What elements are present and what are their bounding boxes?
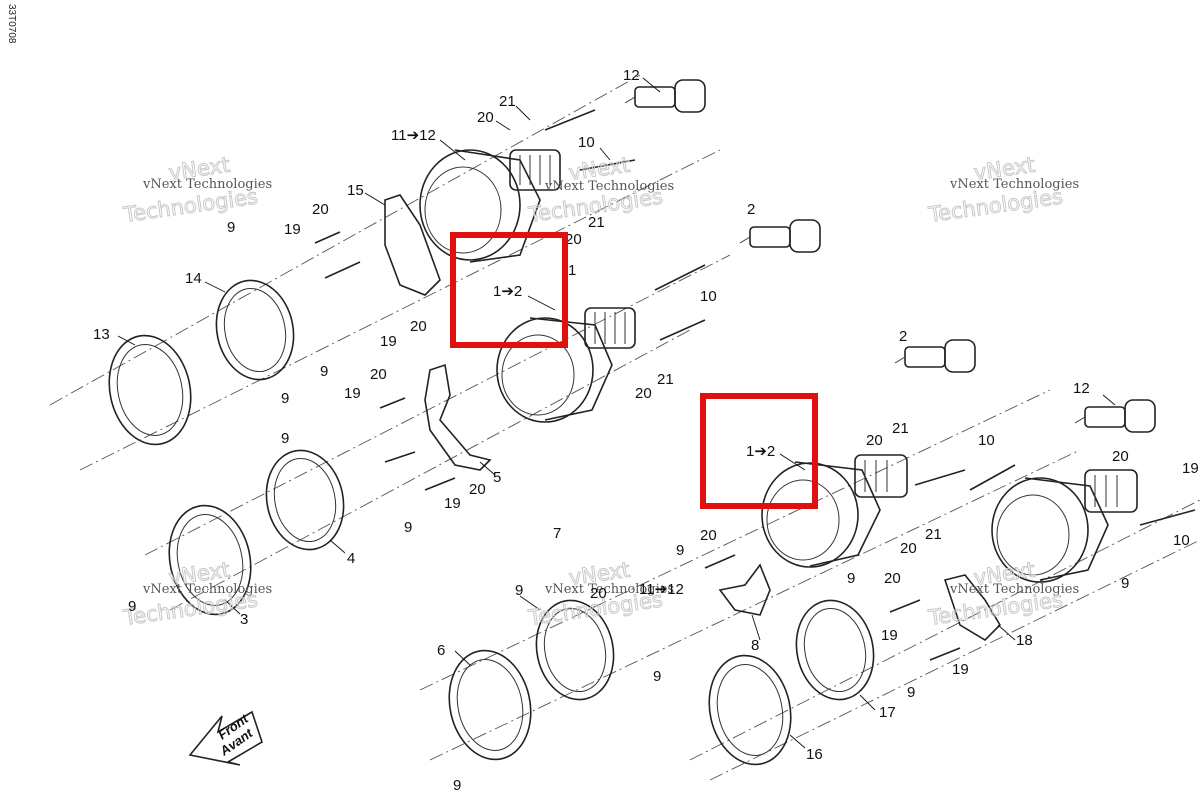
bulb-2a [739,219,821,253]
callout: 9 [515,582,523,599]
assembly-axes [49,74,1200,781]
headlamp-housing-right [991,469,1138,583]
callout: 15 [347,182,364,199]
highlight-boxes [450,232,818,509]
callout: 20 [410,318,427,335]
callout: 9 [227,219,235,236]
svg-text:vNext Technologies: vNext Technologies [949,177,1079,192]
callout: 7 [553,525,561,542]
callout: 8 [751,637,759,654]
callout: 20 [590,585,607,602]
callout: 3 [240,611,248,628]
svg-text:vNext Technologies: vNext Technologies [544,179,674,194]
doc-code: 33T0708 [6,4,17,44]
callout: 20 [469,481,486,498]
callout: 20 [565,231,582,248]
callout: 20 [884,570,901,587]
callout: 19 [1182,460,1199,477]
callout: 1 [568,262,576,279]
svg-text:vNext Technologies: vNext Technologies [544,582,674,597]
callout: 9 [676,542,684,559]
callout: 19 [284,221,301,238]
callout: 10 [700,288,717,305]
callout: 20 [312,201,329,218]
headlamp-housing-top [419,149,561,263]
callout: 9 [847,570,855,587]
callout: 6 [437,642,445,659]
callout: 19 [344,385,361,402]
callout: 21 [892,420,909,437]
front-arrow: Front Avant [188,711,263,766]
callout: 11➔12 [391,127,436,144]
callout: 20 [866,432,883,449]
highlight-box-left [450,232,568,348]
callout: 5 [493,469,501,486]
callout: 17 [879,704,896,721]
callout: 19 [380,333,397,350]
callout: 21 [925,526,942,543]
callout: 18 [1016,632,1033,649]
callout: 9 [1121,575,1129,592]
callout: 20 [1112,448,1129,465]
callout: 1➔2 [746,443,775,460]
callout: 20 [635,385,652,402]
leader-lines [117,77,1116,749]
bulb-2b [894,339,976,373]
callout: 19 [881,627,898,644]
callout: 9 [653,668,661,685]
callout: 21 [499,93,516,110]
callout: 20 [700,527,717,544]
callout: 20 [900,540,917,557]
callout: 10 [1173,532,1190,549]
mounting-brackets [384,194,1002,642]
callout: 12 [1073,380,1090,397]
callout: 12 [623,67,640,84]
bulbs [624,79,1156,433]
svg-text:vNext Technologies: vNext Technologies [142,582,272,597]
callout: 9 [281,430,289,447]
bulb-top [624,79,706,113]
callout: 13 [93,326,110,343]
callout: 1➔2 [493,283,522,300]
callout: 9 [128,598,136,615]
callout: 4 [347,550,355,567]
callout: 16 [806,746,823,763]
callout: 14 [185,270,202,287]
headlamp-housing-middle [496,307,636,423]
callout: 20 [477,109,494,126]
bezel-rings [108,279,875,766]
callout: 21 [588,214,605,231]
headlamp-housing-right-middle [761,454,908,568]
callout: 10 [578,134,595,151]
svg-text:vNext Technologies: vNext Technologies [142,177,272,192]
callout: 2 [747,201,755,218]
callout: 9 [453,777,461,794]
callouts: 12 21 20 11➔12 10 15 20 9 19 21 20 14 1 … [93,67,1199,794]
callout: 2 [899,328,907,345]
bulb-12b [1074,399,1156,433]
callout: 9 [320,363,328,380]
highlight-box-right [700,393,818,509]
callout: 21 [657,371,674,388]
svg-text:vNext Technologies: vNext Technologies [949,582,1079,597]
callout: 11➔12 [639,581,684,598]
callout: 19 [444,495,461,512]
fasteners [314,109,1196,661]
callout: 9 [907,684,915,701]
callout: 20 [370,366,387,383]
callout: 9 [404,519,412,536]
callout: 9 [281,390,289,407]
callout: 10 [978,432,995,449]
callout: 19 [952,661,969,678]
